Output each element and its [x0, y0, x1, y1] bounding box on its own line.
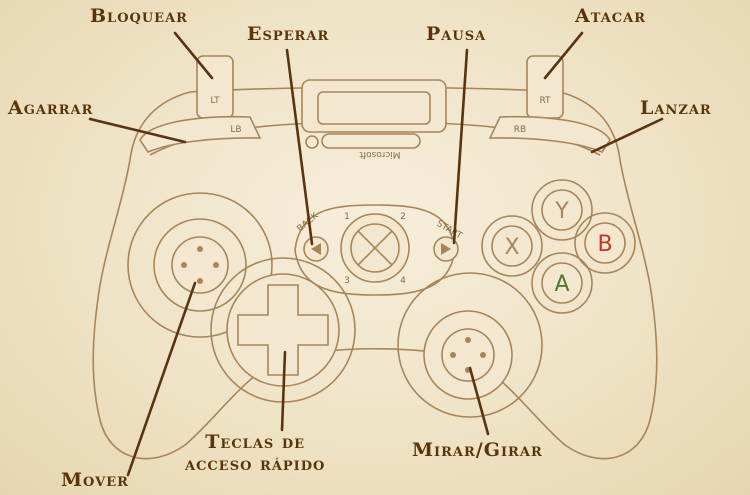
leader-teclas: [280, 350, 287, 432]
face-button-a-ring: [531, 252, 593, 314]
rb-bumper: [488, 115, 611, 153]
left-stick-well: [127, 192, 273, 338]
label-atacar: Atacar: [575, 5, 647, 27]
left-stick-cap: [153, 218, 247, 312]
sync-button: [305, 135, 319, 149]
start-arrow-icon: [441, 243, 451, 255]
face-button-y-ring: [531, 179, 593, 241]
face-button-b: [584, 222, 626, 264]
label-teclas-acceso-rapido: Teclas de acceso rápido: [185, 431, 326, 476]
leader-atacar: [543, 31, 584, 80]
right-stick-dot: [450, 352, 456, 358]
left-stick-top: [171, 236, 229, 294]
label-lanzar: Lanzar: [640, 97, 712, 119]
quadrant-3: 3: [344, 276, 350, 286]
quadrant-1: 1: [344, 212, 350, 222]
leader-mover: [126, 281, 197, 477]
leader-bloquear: [173, 31, 214, 80]
brand-logo: Microsoft: [359, 149, 400, 159]
right-stick-dot: [480, 352, 486, 358]
xbox-logo-icon: [357, 230, 393, 266]
back-arrow-icon: [311, 243, 321, 255]
label-teclas-line2: acceso rápido: [185, 452, 326, 475]
face-button-x-letter: X: [504, 235, 519, 260]
right-stick-cap: [423, 310, 513, 400]
guide-button: [350, 223, 400, 273]
face-button-y-letter: Y: [554, 199, 569, 224]
leader-agarrar: [88, 117, 187, 144]
left-stick-dot: [197, 278, 203, 284]
label-teclas-line1: Teclas de: [205, 431, 306, 453]
connector-inner: [317, 91, 431, 125]
face-button-b-ring: [574, 212, 636, 274]
left-stick-dot: [197, 246, 203, 252]
label-mover: Mover: [61, 469, 129, 491]
rb-label: RB: [514, 125, 526, 135]
face-button-a-letter: A: [554, 272, 569, 297]
label-pausa: Pausa: [426, 23, 487, 45]
dpad-cross: [237, 284, 329, 376]
quadrant-2: 2: [400, 212, 406, 222]
lb-label: LB: [230, 125, 241, 135]
left-stick-dot: [213, 262, 219, 268]
leader-pausa: [452, 48, 469, 245]
label-agarrar: Agarrar: [8, 97, 94, 119]
leader-mirar: [468, 366, 490, 436]
quadrant-4: 4: [400, 276, 406, 286]
face-button-y: [541, 189, 583, 231]
label-mirar-girar: Mirar/Girar: [412, 439, 543, 461]
rt-trigger: [526, 55, 564, 119]
leader-lanzar: [590, 117, 664, 154]
face-button-b-letter: B: [597, 232, 612, 257]
face-button-x: [491, 225, 533, 267]
leader-esperar: [285, 48, 314, 246]
label-esperar: Esperar: [247, 23, 330, 45]
usb-port: [321, 133, 421, 149]
face-button-x-ring: [481, 215, 543, 277]
battery-connector: [301, 79, 447, 133]
left-stick-dot: [181, 262, 187, 268]
lb-bumper: [139, 115, 262, 153]
label-bloquear: Bloquear: [90, 5, 188, 27]
right-stick-top: [441, 328, 495, 382]
face-button-a: [541, 262, 583, 304]
rt-label: RT: [539, 96, 551, 106]
right-stick-well: [397, 272, 543, 418]
right-stick-dot: [465, 337, 471, 343]
lt-label: LT: [210, 96, 220, 106]
